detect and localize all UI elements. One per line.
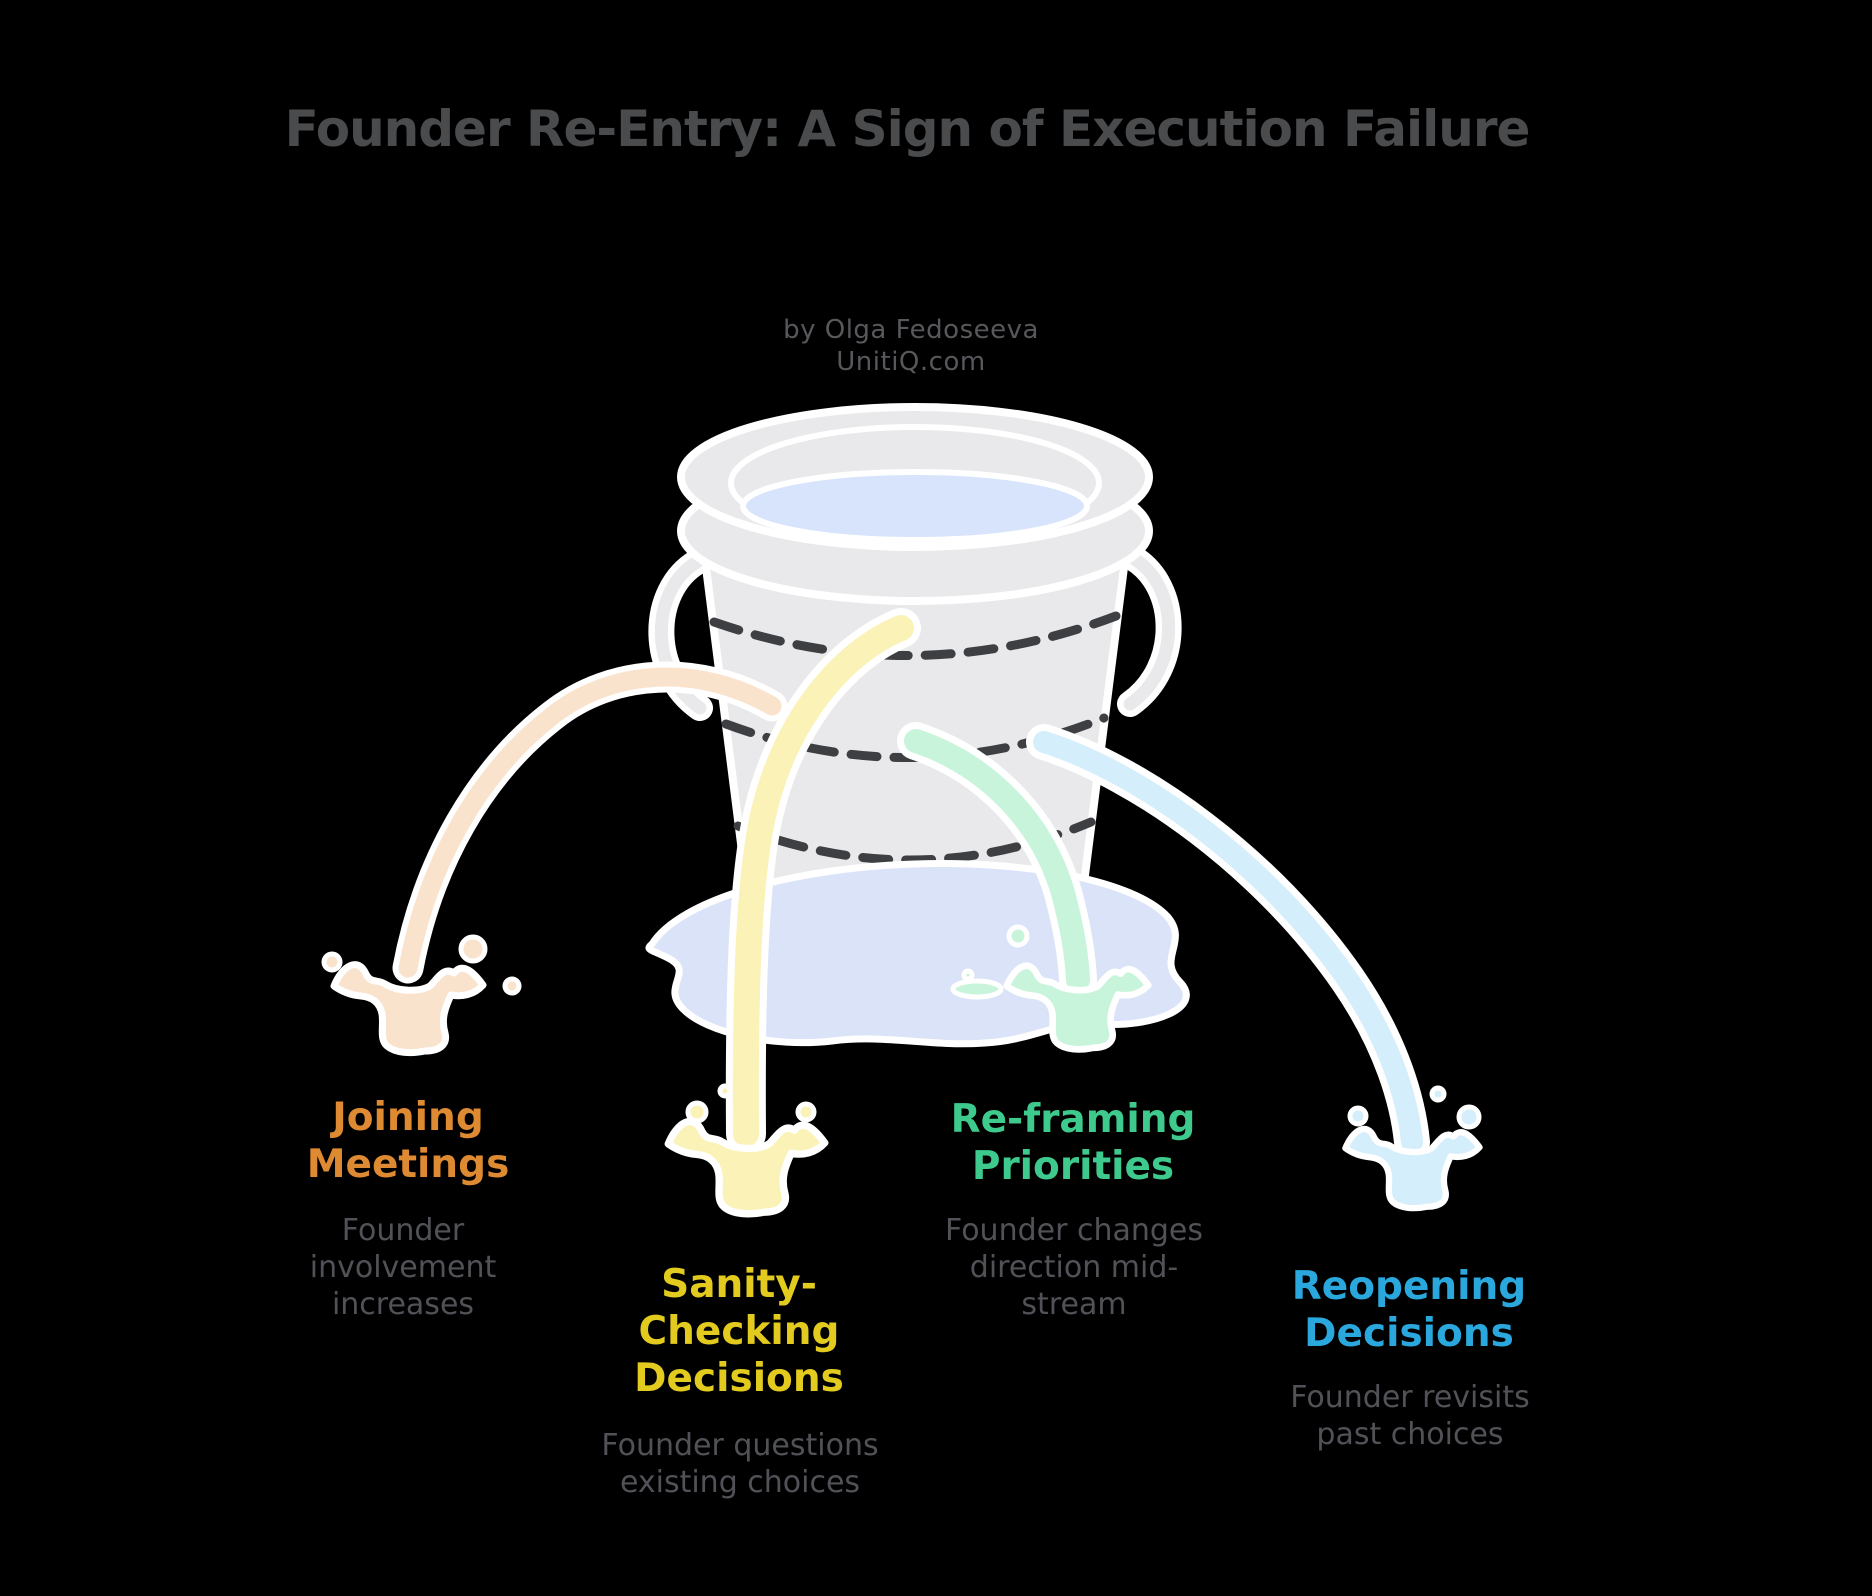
mini-drop-green bbox=[961, 968, 975, 982]
byline-site: UnitiQ.com bbox=[836, 347, 986, 377]
byline: by Olga Fedoseeva UnitiQ.com bbox=[783, 314, 1039, 378]
droplet-green-bucket bbox=[1006, 924, 1030, 948]
byline-author: by Olga Fedoseeva bbox=[783, 315, 1039, 345]
leak-stream-orange bbox=[392, 661, 788, 984]
droplets-orange bbox=[321, 934, 522, 996]
leak-stream-blue bbox=[1026, 724, 1430, 1160]
level-line-1 bbox=[709, 611, 1121, 661]
leak-stream-yellow bbox=[725, 608, 921, 1154]
label-heading-re-framing-priorities: Re-framing Priorities bbox=[950, 1097, 1196, 1189]
label-desc-reopening-decisions: Founder revisits past choices bbox=[1290, 1380, 1530, 1452]
droplets-blue bbox=[1347, 1085, 1482, 1130]
mini-ripple-green bbox=[950, 978, 1004, 1000]
droplets-yellow bbox=[685, 1083, 817, 1124]
label-heading-sanity-checking-decisions: Sanity- Checking Decisions bbox=[634, 1262, 844, 1401]
bucket-handle-right-icon bbox=[1117, 545, 1182, 717]
page-title: Founder Re-Entry: A Sign of Execution Fa… bbox=[284, 100, 1531, 158]
leak-stream-green bbox=[897, 722, 1097, 999]
label-heading-reopening-decisions: Reopening Decisions bbox=[1291, 1264, 1527, 1356]
water-surface bbox=[740, 469, 1090, 543]
label-desc-re-framing-priorities: Founder changes direction mid- stream bbox=[945, 1213, 1203, 1322]
label-heading-joining-meetings: Joining Meetings bbox=[306, 1095, 510, 1187]
label-desc-joining-meetings: Founder involvement increases bbox=[309, 1213, 497, 1322]
label-desc-sanity-checking-decisions: Founder questions existing choices bbox=[601, 1428, 879, 1500]
